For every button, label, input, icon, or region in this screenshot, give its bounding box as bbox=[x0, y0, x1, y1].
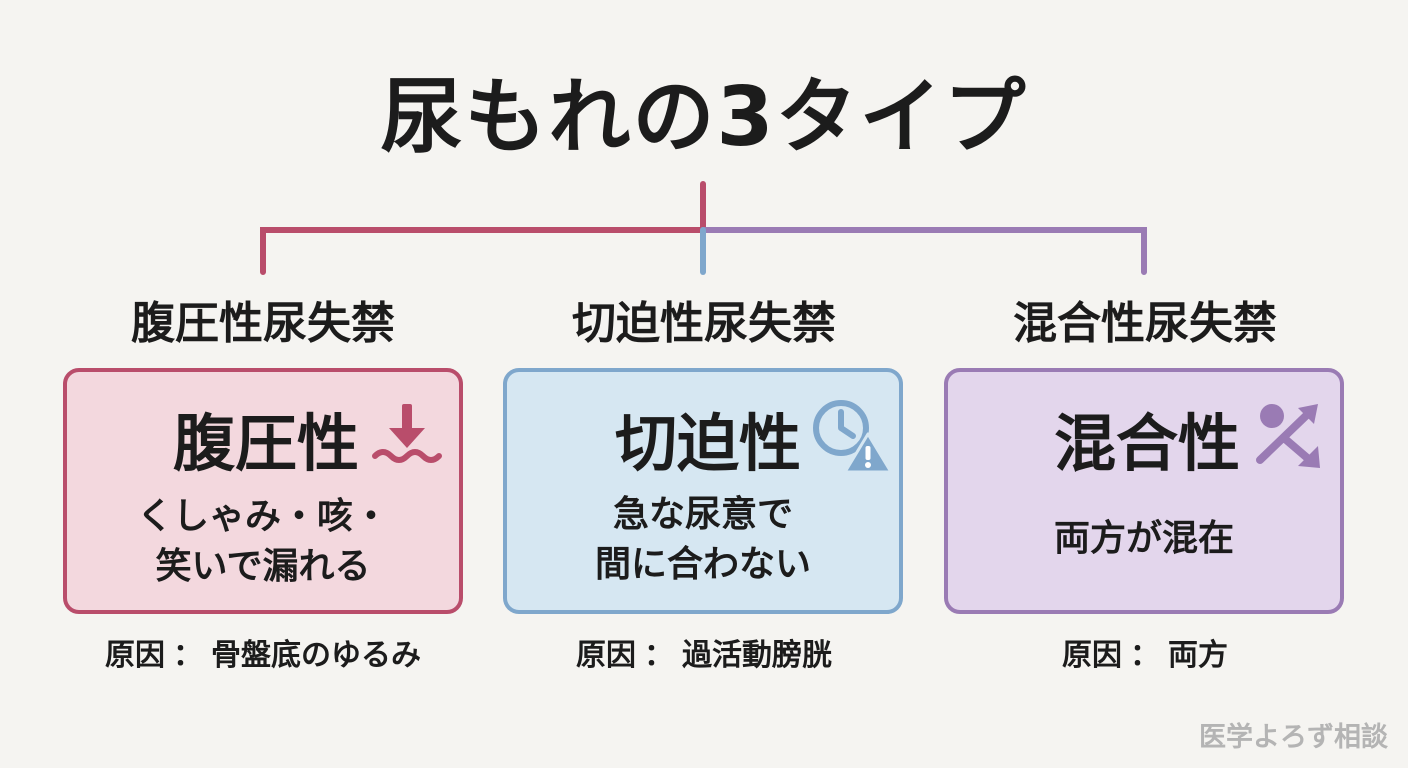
stress-type-heading: 腹圧性尿失禁 bbox=[131, 298, 395, 349]
stress-card-title: 腹圧性 bbox=[173, 407, 360, 480]
stress-desc-line-2: 笑いで漏れる bbox=[155, 546, 371, 587]
urge-cause-value: 過活動膀胱 bbox=[682, 638, 832, 673]
urge-desc-line-2: 間に合わない bbox=[594, 544, 811, 585]
stress-card: 腹圧性 くしゃみ・咳・ 笑いで漏れる bbox=[63, 368, 463, 614]
stress-desc-line-1: くしゃみ・咳・ bbox=[136, 496, 389, 537]
urge-type-heading: 切迫性尿失禁 bbox=[572, 298, 836, 349]
mixed-arrows-icon bbox=[1256, 404, 1320, 468]
urge-card-title: 切迫性 bbox=[615, 407, 802, 480]
stress-card-description: くしゃみ・咳・ 笑いで漏れる bbox=[67, 492, 459, 592]
urge-cause-separator: ： bbox=[644, 638, 674, 673]
mixed-desc-line-1: 両方が混在 bbox=[1053, 518, 1234, 559]
clock-warning-icon bbox=[813, 400, 893, 474]
mixed-type-heading: 混合性尿失禁 bbox=[1013, 298, 1277, 349]
connector-left-branch bbox=[260, 227, 706, 275]
mixed-cause-separator: ： bbox=[1130, 638, 1160, 673]
main-title: 尿もれの3タイプ bbox=[380, 70, 1028, 165]
urge-desc-line-1: 急な尿意で bbox=[612, 494, 793, 535]
arrow-down-wave-icon bbox=[372, 404, 442, 463]
stress-cause: 原因：骨盤底のゆるみ bbox=[33, 634, 493, 678]
mixed-cause: 原因：両方 bbox=[915, 634, 1375, 678]
urge-card-description: 急な尿意で 間に合わない bbox=[507, 490, 899, 590]
mixed-card-description: 両方が混在 bbox=[948, 514, 1340, 564]
mixed-card: 混合性 両方が混在 bbox=[944, 368, 1344, 614]
mixed-cause-label: 原因 bbox=[1062, 638, 1122, 673]
watermark: 医学よろず相談 bbox=[1199, 722, 1388, 753]
connector-right-branch bbox=[700, 227, 1147, 275]
urge-cause-label: 原因 bbox=[576, 638, 636, 673]
mixed-card-title: 混合性 bbox=[1054, 407, 1241, 480]
stress-cause-label: 原因 bbox=[105, 638, 165, 673]
urge-cause: 原因：過活動膀胱 bbox=[474, 634, 934, 678]
stress-cause-separator: ： bbox=[173, 638, 203, 673]
urge-card: 切迫性 急な尿意で 間に合わない bbox=[503, 368, 903, 614]
stress-cause-value: 骨盤底のゆるみ bbox=[211, 638, 421, 673]
mixed-cause-value: 両方 bbox=[1168, 638, 1228, 673]
